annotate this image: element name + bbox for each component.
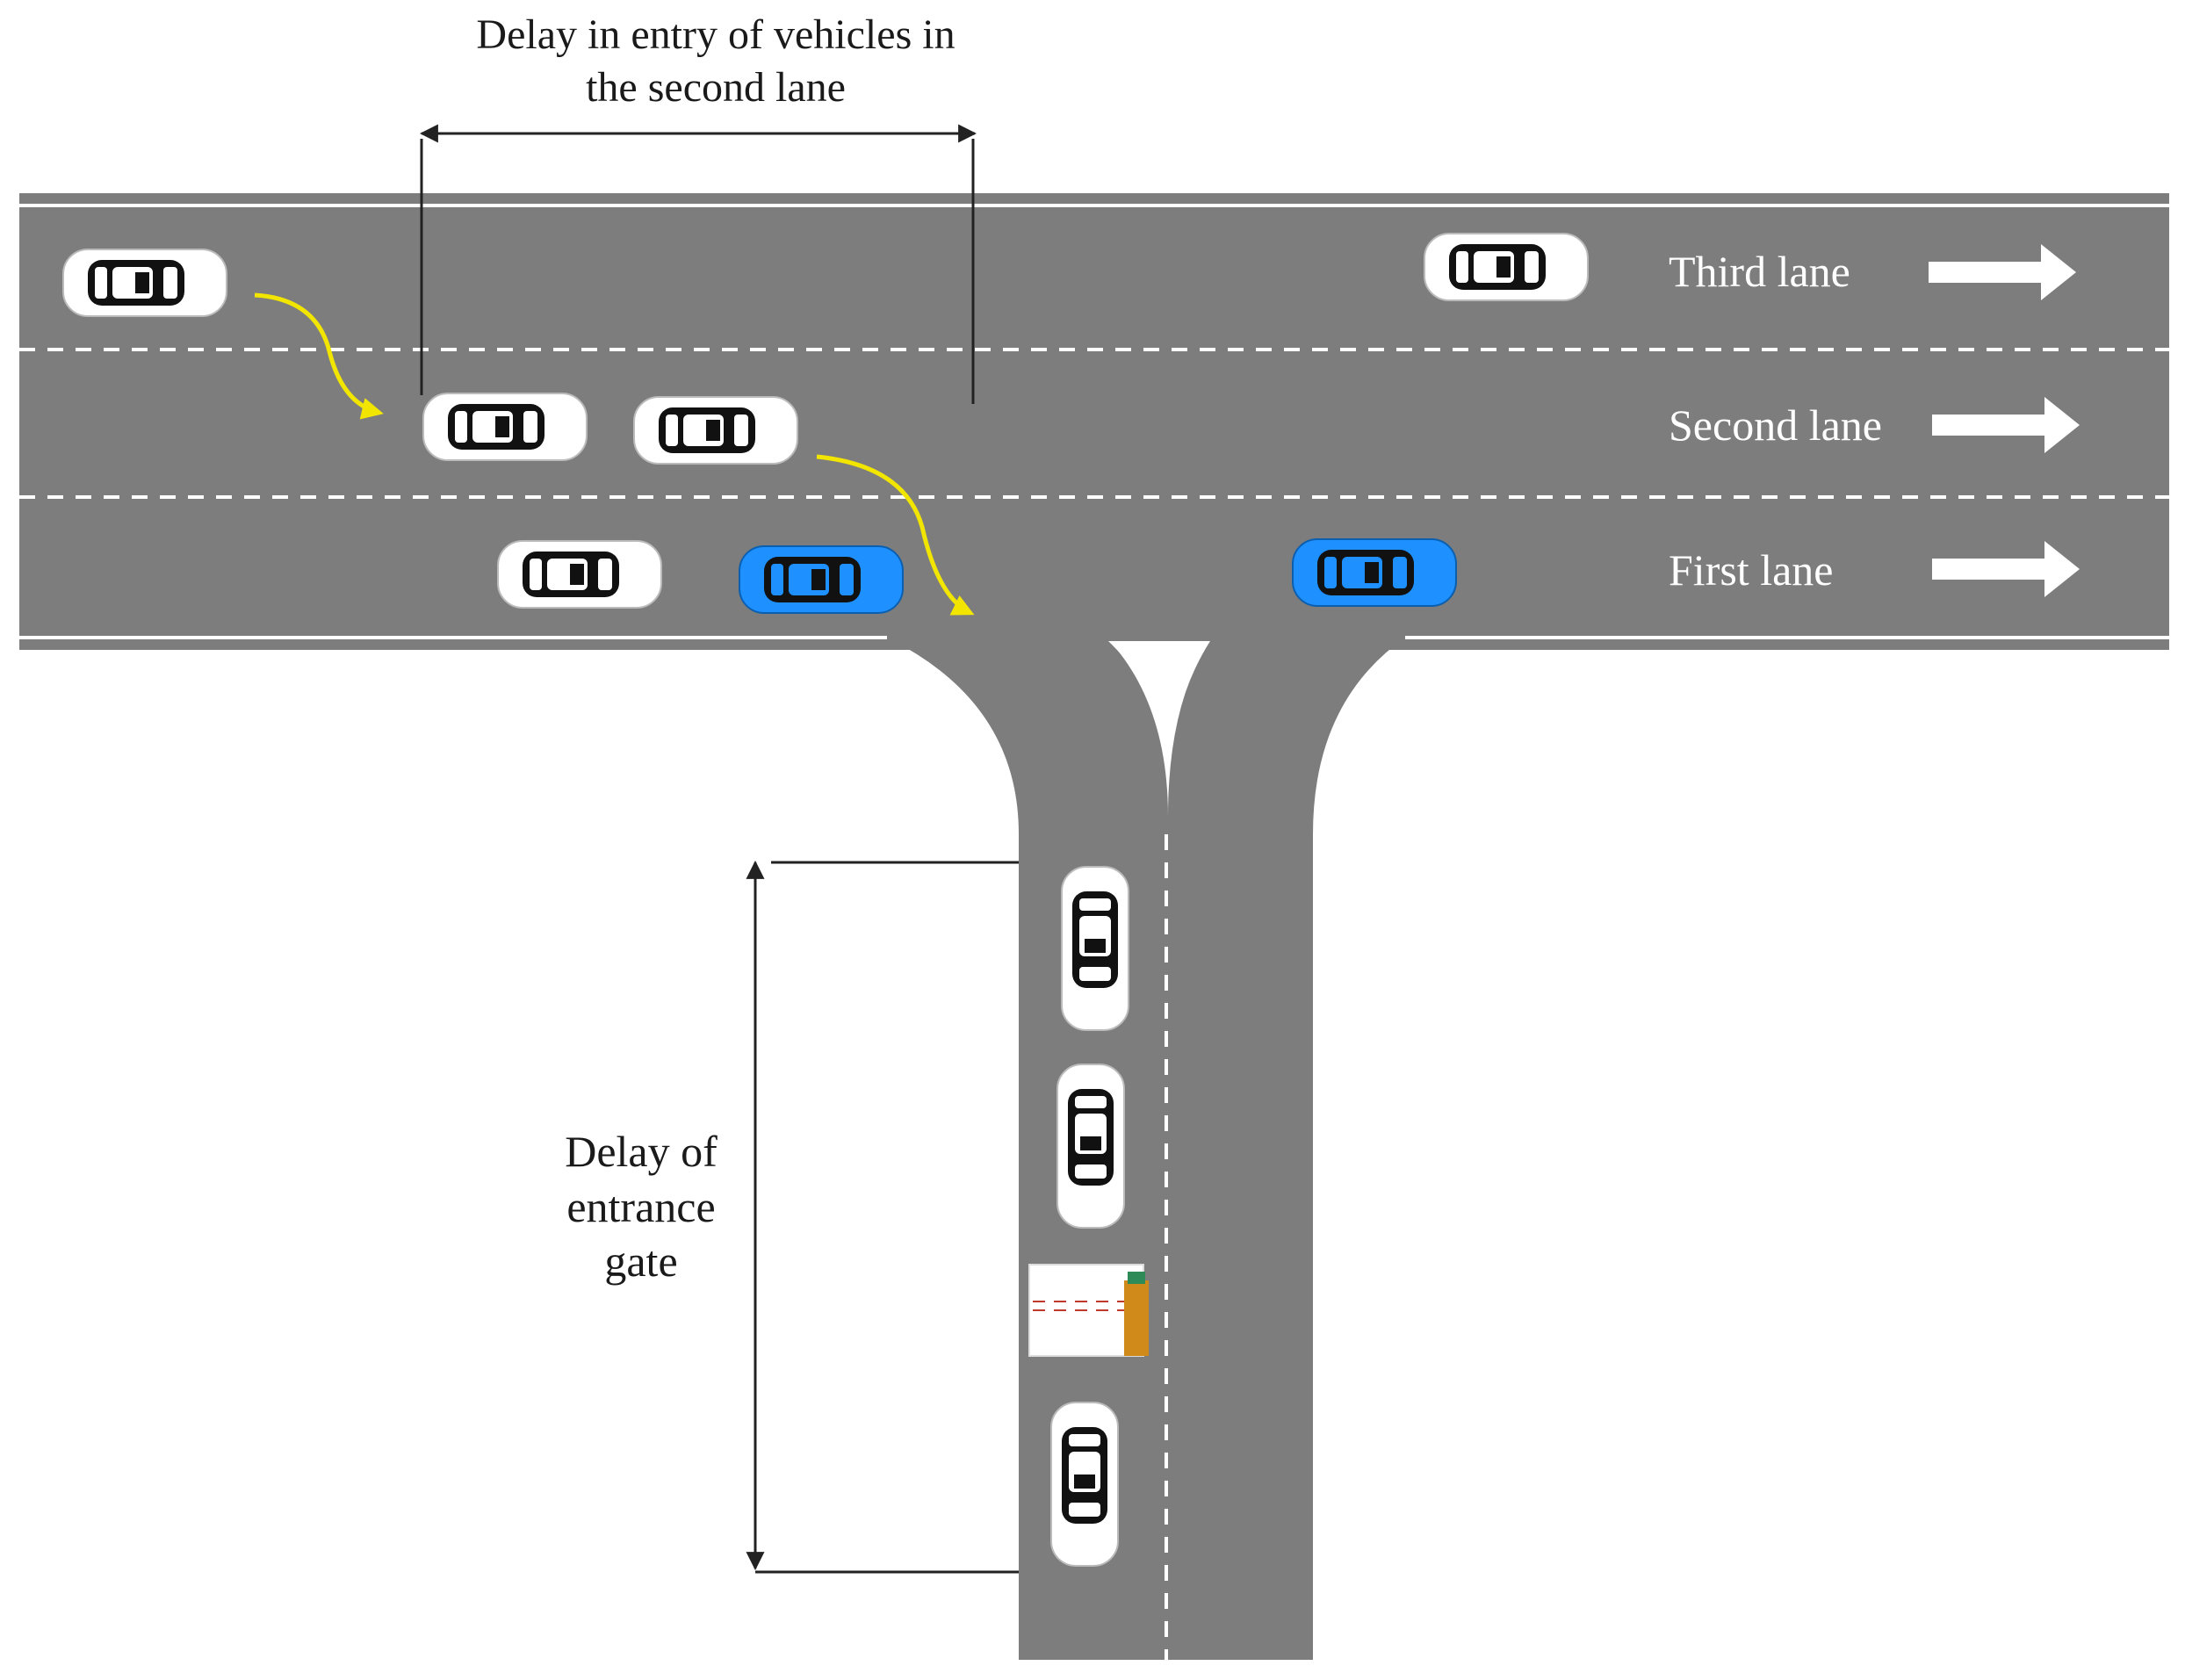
gate-delay-caption-line-2: entrance — [566, 1181, 716, 1231]
car-icon — [739, 545, 904, 614]
curved-arrow-icon — [254, 292, 384, 420]
island — [1108, 641, 1210, 764]
third-lane-label: Third lane — [1669, 247, 1850, 296]
car-icon — [422, 393, 588, 461]
car-icon — [1050, 1402, 1119, 1567]
car-icon — [1424, 233, 1589, 301]
car-icon — [1056, 1064, 1125, 1229]
access-road-left-branch — [887, 638, 1168, 1660]
gate-delay-caption-line-1: Delay of — [565, 1127, 718, 1176]
car-icon — [1292, 538, 1457, 607]
entry-delay-caption-line-2: the second lane — [586, 64, 846, 111]
gate-delay-caption: Delay of entrance gate — [492, 1124, 790, 1289]
entry-delay-caption-line-1: Delay in entry of vehicles in — [476, 11, 955, 58]
car-icon — [497, 540, 662, 609]
gate-delay-caption-line-3: gate — [604, 1237, 678, 1286]
car-icon — [62, 249, 227, 317]
car-icon — [1061, 866, 1129, 1031]
car-icon — [633, 396, 798, 465]
second-lane-label: Second lane — [1669, 400, 1882, 450]
barrier-gate-icon — [1028, 1264, 1149, 1357]
entry-delay-caption: Delay in entry of vehicles in the second… — [369, 9, 1063, 114]
curved-arrow-icon — [816, 454, 975, 616]
highway — [19, 193, 2169, 650]
first-lane-label: First lane — [1669, 545, 1834, 595]
access-road-right-branch — [1168, 638, 1405, 1660]
